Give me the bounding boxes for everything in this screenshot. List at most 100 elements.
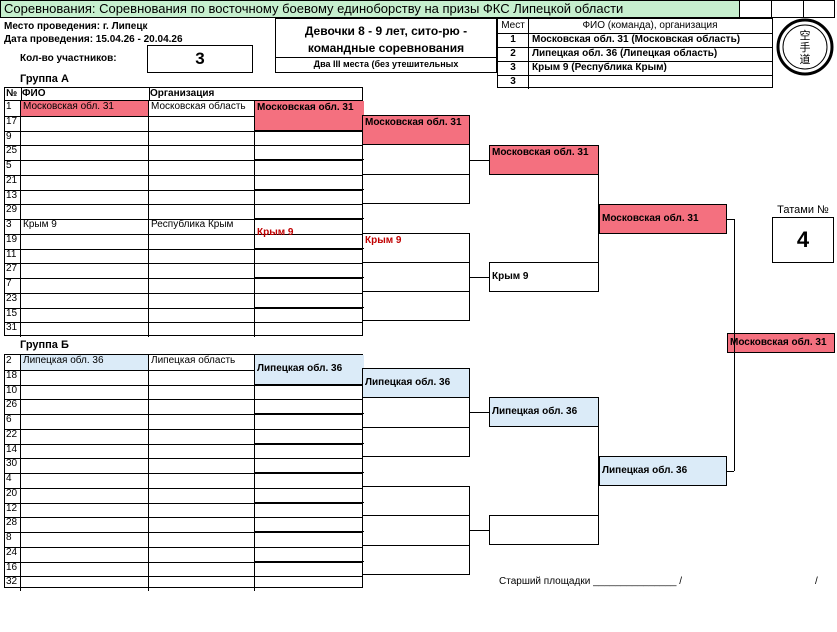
group-b-title: Группа Б — [20, 339, 69, 351]
podium-row: 1 Московская обл. 31 (Московская область… — [498, 33, 772, 48]
bracket-slot — [254, 414, 364, 444]
podium-row: 3 — [498, 75, 772, 89]
team-name — [21, 160, 149, 175]
table-row: 31 — [5, 322, 362, 337]
team-name — [21, 384, 149, 400]
bracket-slot — [254, 278, 364, 308]
bracket-slot: Московская обл. 31 — [362, 115, 470, 145]
podium-place: 2 — [498, 47, 529, 61]
seed-number: 21 — [5, 174, 21, 190]
bracket-slot — [362, 486, 470, 516]
champion-slot: Московская обл. 31 — [727, 333, 835, 353]
team-name — [21, 369, 149, 385]
bracket-slot: Липецкая обл. 36 — [254, 355, 364, 385]
seed-number: 6 — [5, 414, 21, 429]
table-row: 11 — [5, 248, 362, 265]
competition-title: Соревнования: Соревнования по восточному… — [4, 1, 624, 16]
table-row: 28 — [5, 517, 362, 533]
karate-logo-icon: 空 手 道 — [776, 18, 834, 76]
table-row: 8 — [5, 532, 362, 548]
table-row: 9 — [5, 130, 362, 147]
bracket-slot — [362, 291, 470, 321]
category-title-line2: командные соревнования — [307, 41, 465, 55]
tatami-label: Татами № — [777, 204, 829, 216]
team-name — [21, 145, 149, 160]
venue-label: Место проведения: г. Липецк — [4, 21, 148, 32]
table-row: 19 — [5, 233, 362, 250]
team-name — [21, 502, 149, 518]
bracket-slot — [254, 443, 364, 473]
col-num-header: № — [6, 88, 18, 99]
bracket-slot — [254, 502, 364, 532]
category-title-line1: Девочки 8 - 9 лет, сито-рю - — [304, 24, 468, 38]
table-row: 20 — [5, 487, 362, 504]
team-name — [21, 263, 149, 278]
col-org-header: Организация — [150, 88, 215, 99]
table-row: 7 — [5, 278, 362, 294]
svg-text:手: 手 — [800, 40, 811, 54]
table-row: 4 — [5, 473, 362, 489]
participants-count: 3 — [147, 45, 253, 73]
podium-col-name: ФИО (команда), организация — [582, 20, 718, 31]
podium-place: 1 — [498, 33, 529, 47]
bracket-slot: Липецкая обл. 36 — [489, 397, 599, 427]
table-row: 25 — [5, 145, 362, 161]
team-name — [21, 443, 149, 459]
seed-number: 11 — [5, 248, 21, 264]
seed-number: 18 — [5, 369, 21, 385]
seed-number: 17 — [5, 115, 21, 131]
podium-table: Мест ФИО (команда), организация 1 Москов… — [497, 18, 773, 89]
team-name — [21, 292, 149, 308]
seed-number: 25 — [5, 145, 21, 160]
bracket-slot: Московская обл. 31 — [599, 204, 727, 234]
team-name — [21, 204, 149, 219]
header-cell — [804, 0, 835, 18]
competition-title-bar: Соревнования: Соревнования по восточному… — [0, 0, 740, 18]
table-row: 18 — [5, 369, 362, 386]
podium-row: 2 Липецкая обл. 36 (Липецкая область) — [498, 47, 772, 62]
team-name — [21, 399, 149, 414]
team-name: Московская обл. 31 — [21, 101, 149, 116]
team-name — [21, 233, 149, 249]
table-row: 32 — [5, 576, 362, 591]
team-name — [21, 473, 149, 488]
bracket-slot-label: Крым 9 — [365, 235, 402, 246]
bracket-slot — [254, 130, 364, 160]
seed-number: 22 — [5, 428, 21, 444]
team-name — [21, 532, 149, 547]
podium-header: Мест ФИО (команда), организация — [498, 19, 772, 34]
team-name: Липецкая обл. 36 — [21, 355, 149, 370]
team-name: Крым 9 — [21, 219, 149, 234]
seed-number: 10 — [5, 384, 21, 400]
team-name — [21, 576, 149, 591]
podium-col-place: Мест — [498, 19, 529, 33]
seed-number: 14 — [5, 443, 21, 459]
seed-number: 27 — [5, 263, 21, 278]
team-name — [21, 115, 149, 131]
table-row: 16 — [5, 561, 362, 578]
organization: Московская область — [151, 101, 246, 112]
seed-number: 9 — [5, 130, 21, 146]
team-name — [21, 487, 149, 503]
seed-number: 8 — [5, 532, 21, 547]
seed-number: 12 — [5, 502, 21, 518]
seed-number: 13 — [5, 189, 21, 205]
bracket-slot — [254, 561, 364, 591]
bracket-slot — [254, 248, 364, 278]
table-row: 27 — [5, 263, 362, 279]
header-cell — [772, 0, 804, 18]
table-row: 22 — [5, 428, 362, 445]
podium-row: 3 Крым 9 (Республика Крым) — [498, 61, 772, 76]
seed-number: 15 — [5, 307, 21, 323]
seed-number: 1 — [5, 101, 21, 116]
tatami-number: 4 — [772, 217, 834, 263]
seed-number: 3 — [5, 219, 21, 234]
bracket-slot — [254, 384, 364, 414]
bracket-slot: Крым 9 — [254, 219, 364, 249]
table-row: 26 — [5, 399, 362, 415]
bracket-slot — [489, 515, 599, 545]
podium-place: 3 — [498, 61, 529, 75]
